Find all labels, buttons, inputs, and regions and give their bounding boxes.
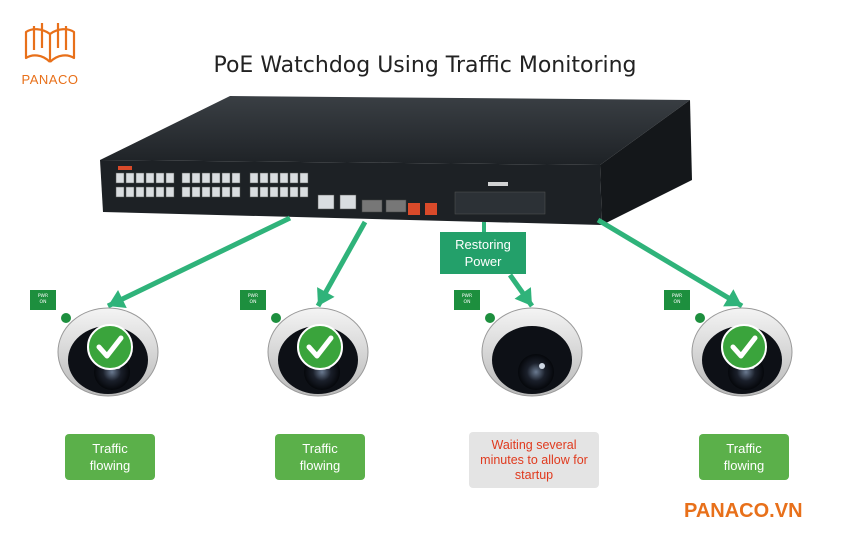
ethernet-port — [165, 172, 175, 184]
ethernet-port — [249, 172, 259, 184]
ethernet-port — [221, 186, 231, 198]
brand-logo: PANACO — [10, 20, 90, 87]
restoring-power-label: Restoring Power — [440, 232, 526, 274]
camera-lens — [518, 354, 554, 390]
pwr-tag-line1: PWR — [37, 294, 49, 299]
ethernet-port — [125, 172, 135, 184]
brand-name: PANACO — [21, 72, 79, 87]
switch-brand-mark — [488, 182, 508, 186]
ethernet-port — [211, 172, 221, 184]
power-arrow — [106, 215, 292, 309]
status-led — [61, 313, 71, 323]
dome-camera — [691, 307, 793, 397]
dome-camera — [57, 307, 159, 397]
pwr-tag-line2: ON — [463, 300, 471, 305]
ethernet-port — [259, 186, 269, 198]
status-led — [485, 313, 495, 323]
ethernet-port — [299, 186, 309, 198]
book-icon — [24, 23, 76, 63]
brand-website: PANACO.VN — [684, 500, 803, 522]
ethernet-port — [279, 186, 289, 198]
camera-group — [57, 307, 793, 397]
camera-status-label: Traffic flowing — [65, 434, 155, 480]
ethernet-port — [115, 172, 125, 184]
ethernet-port — [155, 172, 165, 184]
diagram-title: PoE Watchdog Using Traffic Monitoring — [213, 53, 637, 78]
switch-top — [100, 96, 690, 165]
ethernet-port — [135, 172, 145, 184]
ethernet-port — [289, 186, 299, 198]
ethernet-port — [211, 186, 221, 198]
ethernet-port — [115, 186, 125, 198]
check-icon — [297, 324, 343, 370]
power-arrow — [507, 273, 535, 308]
ethernet-port — [289, 172, 299, 184]
check-icon — [721, 324, 767, 370]
uplink-port — [339, 194, 357, 210]
ethernet-port — [145, 186, 155, 198]
ethernet-port-block — [115, 172, 407, 213]
lens-glint — [539, 363, 545, 369]
ethernet-port — [231, 186, 241, 198]
sfp-port — [361, 199, 383, 213]
pwr-tag-line1: PWR — [461, 294, 473, 299]
pwr-tag-line2: ON — [673, 300, 681, 305]
check-icon — [87, 324, 133, 370]
ethernet-port — [191, 186, 201, 198]
ethernet-port — [221, 172, 231, 184]
power-arrows — [106, 215, 744, 309]
dip-switch — [425, 203, 437, 215]
ethernet-port — [125, 186, 135, 198]
ethernet-port — [155, 186, 165, 198]
pwr-tag-line2: ON — [249, 300, 257, 305]
pwr-tag-line1: PWR — [247, 294, 259, 299]
switch-side — [600, 100, 692, 225]
dome-camera — [267, 307, 369, 397]
ethernet-port — [231, 172, 241, 184]
ethernet-port — [181, 186, 191, 198]
ethernet-port — [201, 186, 211, 198]
sfp-port — [385, 199, 407, 213]
ethernet-port — [191, 172, 201, 184]
camera-status-label: Traffic flowing — [275, 434, 365, 480]
status-led — [695, 313, 705, 323]
status-led — [271, 313, 281, 323]
ethernet-port — [269, 186, 279, 198]
port-led — [118, 166, 132, 170]
ethernet-port — [145, 172, 155, 184]
power-arrow — [596, 217, 744, 309]
power-arrow — [315, 220, 368, 308]
ethernet-port — [259, 172, 269, 184]
status-panel — [454, 191, 546, 215]
uplink-port — [317, 194, 335, 210]
ethernet-port — [135, 186, 145, 198]
ethernet-port — [165, 186, 175, 198]
pwr-tag-line1: PWR — [671, 294, 683, 299]
ethernet-port — [279, 172, 289, 184]
reset-button — [408, 203, 420, 215]
ethernet-port — [299, 172, 309, 184]
camera-status-label: Traffic flowing — [699, 434, 789, 480]
camera-status-label: Waiting several minutes to allow for sta… — [469, 432, 599, 488]
ethernet-port — [249, 186, 259, 198]
ethernet-port — [181, 172, 191, 184]
poe-switch — [100, 96, 692, 225]
ethernet-port — [201, 172, 211, 184]
ethernet-port — [269, 172, 279, 184]
dome-camera — [481, 307, 583, 397]
pwr-tag-line2: ON — [39, 300, 47, 305]
